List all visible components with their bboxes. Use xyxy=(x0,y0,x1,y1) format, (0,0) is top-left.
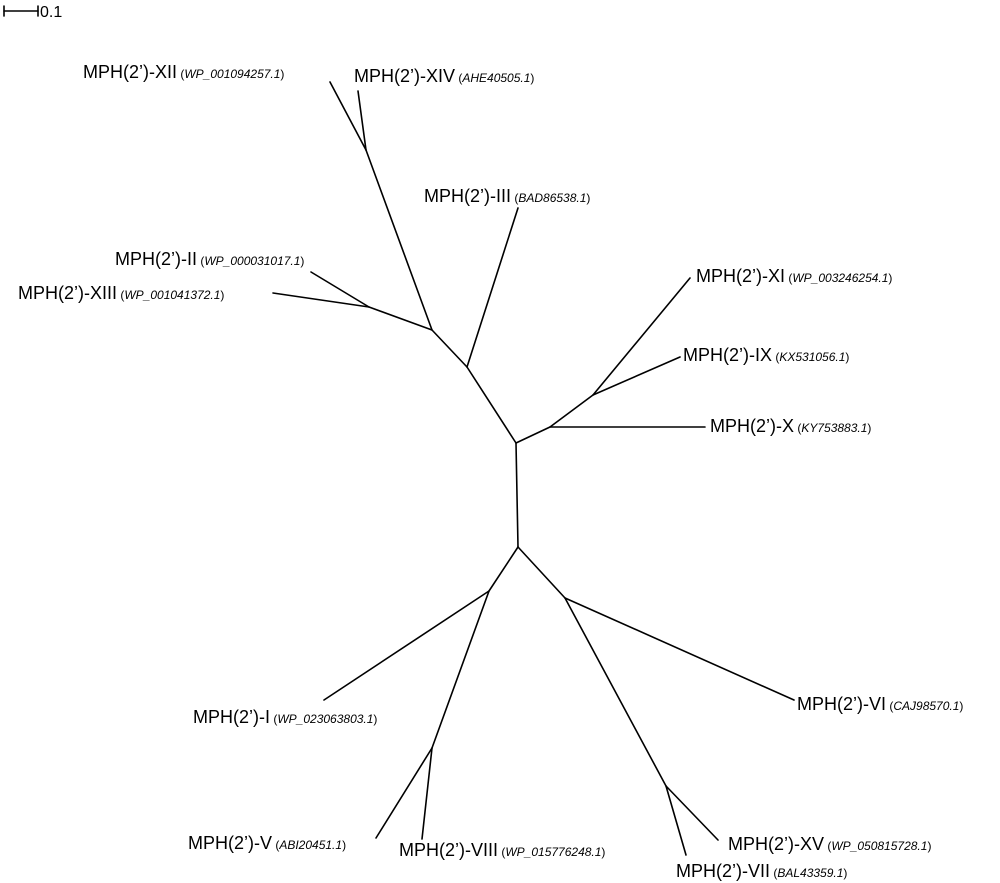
leaf-label-xiii: MPH(2’)-XIII (WP_001041372.1) xyxy=(18,283,224,303)
leaf-label-xi: MPH(2’)-XI (WP_003246254.1) xyxy=(696,266,892,286)
leaf-label-xiv: MPH(2’)-XIV (AHE40505.1) xyxy=(354,66,534,86)
leaf-label-xv: MPH(2’)-XV (WP_050815728.1) xyxy=(728,834,931,854)
branch xyxy=(365,149,433,331)
leaf-label-xii: MPH(2’)-XII (WP_001094257.1) xyxy=(83,62,284,82)
branch xyxy=(564,597,667,787)
leaf-label-x: MPH(2’)-X (KY753883.1) xyxy=(710,416,871,436)
leaf-labels: MPH(2’)-XII (WP_001094257.1) MPH(2’)-XIV… xyxy=(18,62,963,881)
scale-bar: 0.1 xyxy=(3,4,62,21)
branch-to-viii xyxy=(421,747,433,840)
branch-to-iii xyxy=(466,207,519,368)
branch-to-vii xyxy=(665,785,687,856)
branch-to-v xyxy=(375,747,433,839)
branch-to-xiv xyxy=(357,90,367,151)
branch xyxy=(431,590,490,749)
branch-to-i xyxy=(323,590,490,701)
branch-to-xv xyxy=(665,785,719,841)
leaf-label-ix: MPH(2’)-IX (KX531056.1) xyxy=(683,345,849,365)
branch-to-vi xyxy=(564,597,795,701)
branch xyxy=(515,426,551,444)
branch-to-xi xyxy=(592,277,691,396)
branch-to-ix xyxy=(592,356,681,396)
leaf-label-i: MPH(2’)-I (WP_023063803.1) xyxy=(193,707,377,727)
branch-to-xii xyxy=(329,81,367,151)
tree-branches xyxy=(272,81,795,856)
scale-bar-label: 0.1 xyxy=(40,4,62,21)
branch xyxy=(517,546,566,599)
leaf-label-vi: MPH(2’)-VI (CAJ98570.1) xyxy=(797,694,963,714)
leaf-label-ii: MPH(2’)-II (WP_000031017.1) xyxy=(115,249,304,269)
leaf-label-iii: MPH(2’)-III (BAD86538.1) xyxy=(424,186,590,206)
branch xyxy=(466,366,517,444)
branch xyxy=(488,546,519,592)
branch xyxy=(368,306,433,331)
branch-to-xiii xyxy=(272,292,370,308)
leaf-label-viii: MPH(2’)-VIII (WP_015776248.1) xyxy=(399,840,605,860)
branch-central xyxy=(515,442,519,548)
leaf-label-v: MPH(2’)-V (ABI20451.1) xyxy=(188,833,346,853)
leaf-label-vii: MPH(2’)-VII (BAL43359.1) xyxy=(676,861,847,881)
branch xyxy=(549,394,594,428)
branch xyxy=(431,329,468,368)
branch-to-ii xyxy=(310,271,370,308)
